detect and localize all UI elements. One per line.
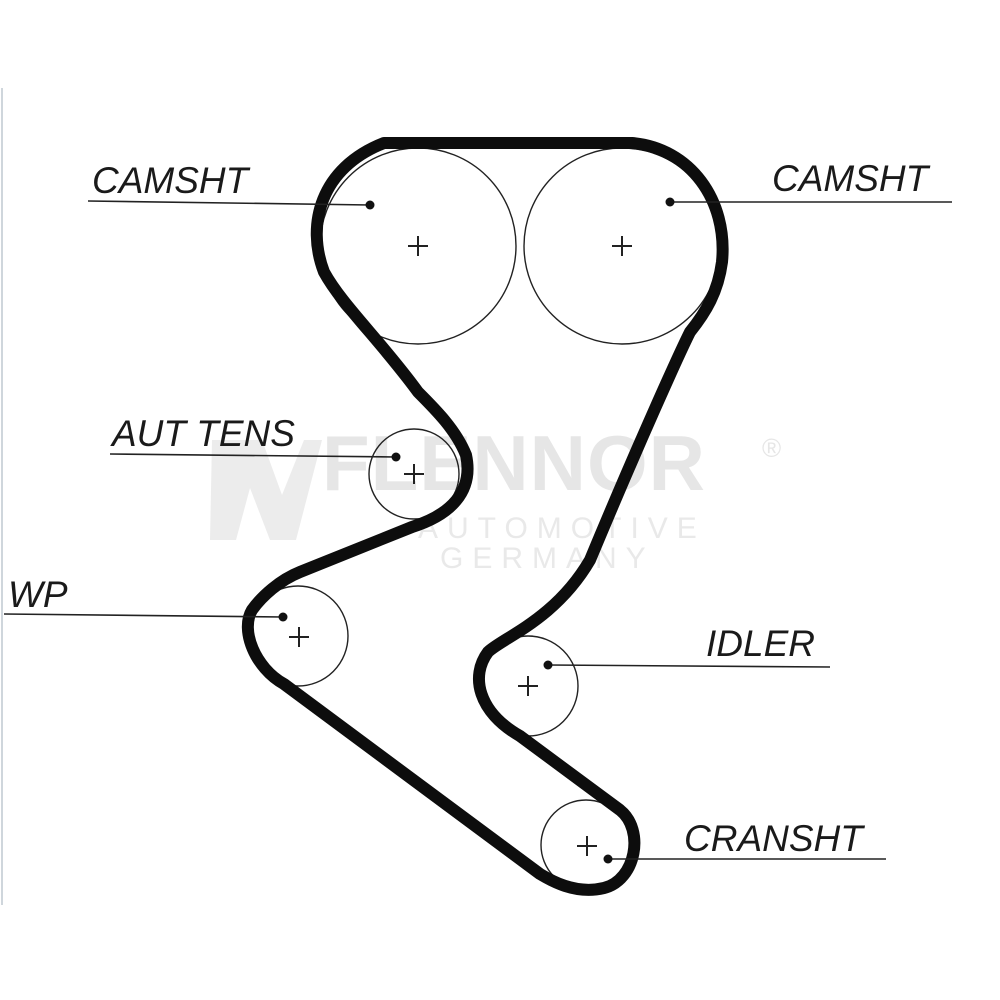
watermark-logo: FLENNOR ® AUTOMOTIVE GERMANY [210,419,781,575]
dot-camshaft-right [665,197,675,207]
label-auto-tensioner: AUT TENS [110,413,295,454]
dot-tensioner [391,452,401,462]
idler-center-icon [518,676,538,696]
pulley-centers [289,236,632,856]
label-idler: IDLER [706,623,815,664]
leader-dots [278,197,675,864]
leader-idler [547,664,831,668]
label-camshaft-left: CAMSHT [92,160,251,201]
leader-lines [3,200,952,860]
labels: CAMSHT CAMSHT AUT TENS WP IDLER CRANSHT [8,158,931,859]
dot-crankshaft [603,854,613,864]
dot-camshaft-left [365,200,375,210]
dot-idler [543,660,553,670]
label-camshaft-right: CAMSHT [772,158,931,199]
crankshaft-center-icon [577,836,597,856]
camshaft-right-center-icon [612,236,632,256]
leader-camshaft-left [87,200,371,206]
camshaft-left-center-icon [408,236,428,256]
label-water-pump: WP [8,574,68,615]
watermark-w-mark [210,440,322,540]
watermark-line1: AUTOMOTIVE [418,512,706,545]
dot-water-pump [278,612,288,622]
leader-water-pump [3,613,284,618]
tensioner-pulley [368,428,460,520]
timing-belt [241,137,729,896]
water-pump-center-icon [289,627,309,647]
watermark-line2: GERMANY [440,542,655,575]
tensioner-center-icon [404,464,424,484]
label-crankshaft: CRANSHT [684,818,865,859]
watermark-registered-mark: ® [762,433,781,463]
leader-tensioner [109,453,397,458]
